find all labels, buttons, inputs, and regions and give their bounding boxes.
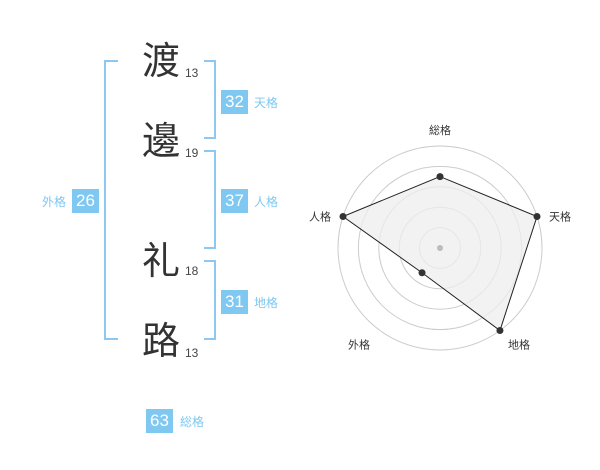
soukaku-label: 総格: [180, 415, 205, 429]
stroke-count-3: 18: [185, 264, 199, 278]
tenkaku-value-badge: 32: [221, 90, 248, 114]
name-char-2: 邊: [142, 119, 181, 163]
radar-axis-label: 総格: [429, 123, 451, 137]
radar-point: [339, 212, 347, 220]
jinkaku-label: 人格: [254, 195, 279, 209]
chikaku-label: 地格: [254, 296, 279, 310]
name-char-1: 渡: [142, 39, 181, 83]
radar-point: [436, 173, 444, 181]
radar-axis-label: 地格: [508, 338, 530, 352]
stroke-count-4: 13: [185, 346, 199, 360]
gaikaku-bracket: [104, 60, 118, 340]
radar-point: [496, 327, 504, 335]
radar-grid-ring: [337, 145, 543, 351]
gaikaku-value-badge: 26: [72, 189, 99, 213]
soukaku-value-badge: 63: [146, 409, 173, 433]
stroke-count-2: 19: [185, 146, 199, 160]
radar-point: [533, 212, 541, 220]
tenkaku-bracket: [204, 60, 216, 139]
name-char-3: 礼: [142, 239, 181, 283]
jinkaku-bracket: [204, 150, 216, 249]
jinkaku-value-badge: 37: [221, 189, 248, 213]
tenkaku-label: 天格: [254, 96, 279, 110]
chikaku-value-badge: 31: [221, 290, 248, 314]
stroke-count-1: 13: [185, 66, 199, 80]
radar-point: [418, 269, 426, 277]
gaikaku-label: 外格: [42, 195, 67, 209]
radar-axis-label: 天格: [549, 209, 571, 223]
radar-axis-label: 人格: [309, 209, 331, 223]
chikaku-bracket: [204, 260, 216, 340]
name-char-4: 路: [142, 319, 181, 363]
radar-axis-label: 外格: [348, 338, 370, 352]
radar-center-dot: [437, 245, 443, 251]
radar-series-polygon: [341, 176, 538, 332]
